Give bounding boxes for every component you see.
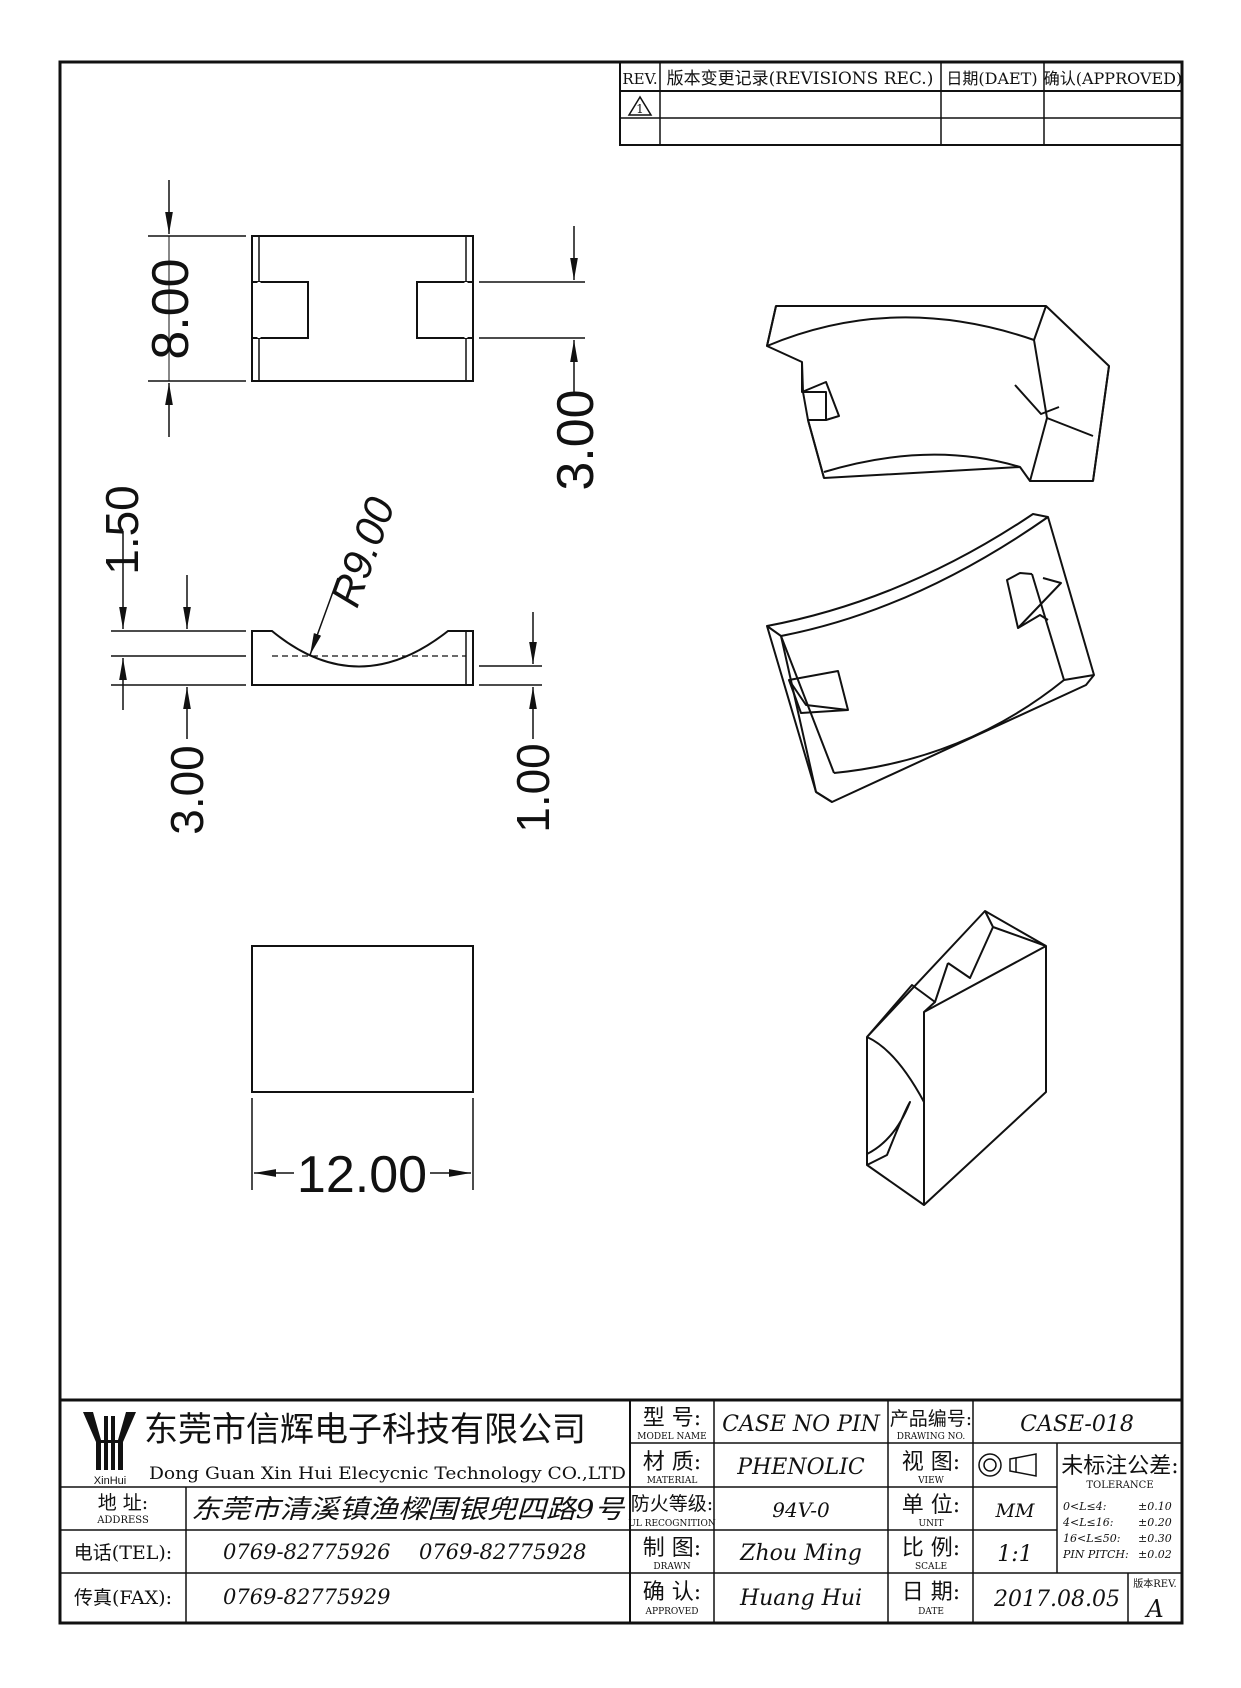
unit-value: MM (995, 1500, 1035, 1522)
svg-text:1: 1 (636, 102, 644, 116)
drawn-value: Zhou Ming (739, 1541, 862, 1566)
drawing-no-value: CASE-018 (1020, 1412, 1134, 1437)
tel-label: 电话(TEL): (74, 1542, 172, 1564)
dim-top-height: 8.00 (142, 258, 200, 359)
ul-label: 防火等级: (631, 1493, 713, 1515)
dim-radius: R9.00 (321, 491, 404, 613)
tolerance-range: 4<L≤16: (1062, 1516, 1113, 1529)
drawing-no-label: 产品编号: (890, 1408, 972, 1430)
model-label: 型 号: (643, 1406, 701, 1431)
dim-lip-height: 1.50 (96, 485, 148, 575)
material-value: PHENOLIC (736, 1455, 865, 1480)
dim-slot-width: 3.00 (547, 389, 605, 490)
projection-symbol-icon (978, 1453, 1037, 1477)
company-name-en: Dong Guan Xin Hui Elecycnic Technology C… (149, 1464, 626, 1484)
fax-value: 0769-82775929 (223, 1585, 390, 1609)
tolerance-value: ±0.20 (1138, 1516, 1172, 1529)
dim-side-height: 3.00 (161, 745, 213, 835)
sheet-border (58, 60, 1184, 1625)
view-label: 视 图: (902, 1450, 960, 1475)
rev-label: 版本REV. (1133, 1577, 1176, 1590)
tolerance-label-en: TOLERANCE (1086, 1480, 1153, 1491)
date-label: 日 期: (902, 1580, 960, 1605)
drawn-label-en: DRAWN (653, 1562, 690, 1572)
tolerance-range: 0<L≤4: (1063, 1500, 1106, 1513)
address-value: 东莞市清溪镇渔樑围银兜四路9号 (191, 1495, 626, 1525)
tolerance-range: PIN PITCH: (1062, 1548, 1129, 1561)
unit-label-en: UNIT (918, 1519, 943, 1529)
date-label-en: DATE (918, 1607, 944, 1617)
company-logo: XinHui (83, 1412, 136, 1487)
address-label: 地 址: (98, 1492, 148, 1514)
svg-text:XinHui: XinHui (94, 1475, 126, 1487)
bottom-view (251, 945, 474, 1190)
rev-header: REV. (622, 70, 657, 88)
approved-value: Huang Hui (739, 1586, 862, 1611)
fax-label: 传真(FAX): (74, 1587, 172, 1609)
tolerance-list: 0<L≤4: ±0.10 4<L≤16: ±0.20 16<L≤50: ±0.3… (1062, 1500, 1172, 1561)
dim-length: 12.00 (297, 1146, 427, 1204)
address-label-en: ADDRESS (96, 1515, 149, 1526)
tel-1: 0769-82775926 (223, 1540, 390, 1564)
view-label-en: VIEW (917, 1476, 945, 1486)
ul-label-en: UL RECOGNITION (628, 1519, 716, 1529)
dim-center-thickness: 1.00 (507, 743, 559, 833)
tolerance-value: ±0.02 (1138, 1548, 1172, 1561)
tolerance-range: 16<L≤50: (1063, 1532, 1120, 1545)
date-value: 2017.08.05 (993, 1587, 1120, 1612)
revision-date-header: 日期(DAET) (946, 69, 1037, 88)
revision-table: REV. 版本变更记录(REVISIONS REC.) 日期(DAET) 确认(… (619, 61, 1183, 146)
ul-value: 94V-0 (772, 1498, 830, 1522)
scale-value: 1:1 (997, 1542, 1032, 1567)
unit-label: 单 位: (902, 1493, 960, 1518)
company-name-cn: 东莞市信辉电子科技有限公司 (144, 1410, 586, 1450)
front-view (111, 531, 542, 739)
isometric-view-top (766, 305, 1110, 482)
drawing-no-label-en: DRAWING NO. (897, 1432, 966, 1442)
model-label-en: MODEL NAME (637, 1432, 706, 1442)
revisions-record-header: 版本变更记录(REVISIONS REC.) (667, 69, 934, 89)
approved-label: 确 认: (643, 1580, 701, 1605)
isometric-view-bottom (866, 910, 1047, 1206)
material-label: 材 质: (643, 1450, 701, 1475)
model-value: CASE NO PIN (722, 1412, 881, 1437)
approved-label-en: APPROVED (645, 1607, 699, 1617)
rev-value: A (1144, 1595, 1163, 1623)
isometric-view-middle (766, 513, 1095, 803)
top-view (148, 180, 585, 437)
scale-label-en: SCALE (915, 1562, 947, 1572)
drawn-label: 制 图: (643, 1536, 701, 1561)
revision-triangle-icon: 1 (627, 95, 653, 116)
material-label-en: MATERIAL (647, 1476, 698, 1486)
tolerance-value: ±0.30 (1138, 1532, 1172, 1545)
tolerance-value: ±0.10 (1138, 1500, 1172, 1513)
scale-label: 比 例: (902, 1536, 960, 1561)
revision-approved-header: 确认(APPROVED) (1044, 69, 1183, 88)
tel-2: 0769-82775928 (419, 1540, 586, 1564)
title-block-grid (60, 1398, 1182, 1623)
tolerance-label: 未标注公差: (1061, 1454, 1178, 1479)
